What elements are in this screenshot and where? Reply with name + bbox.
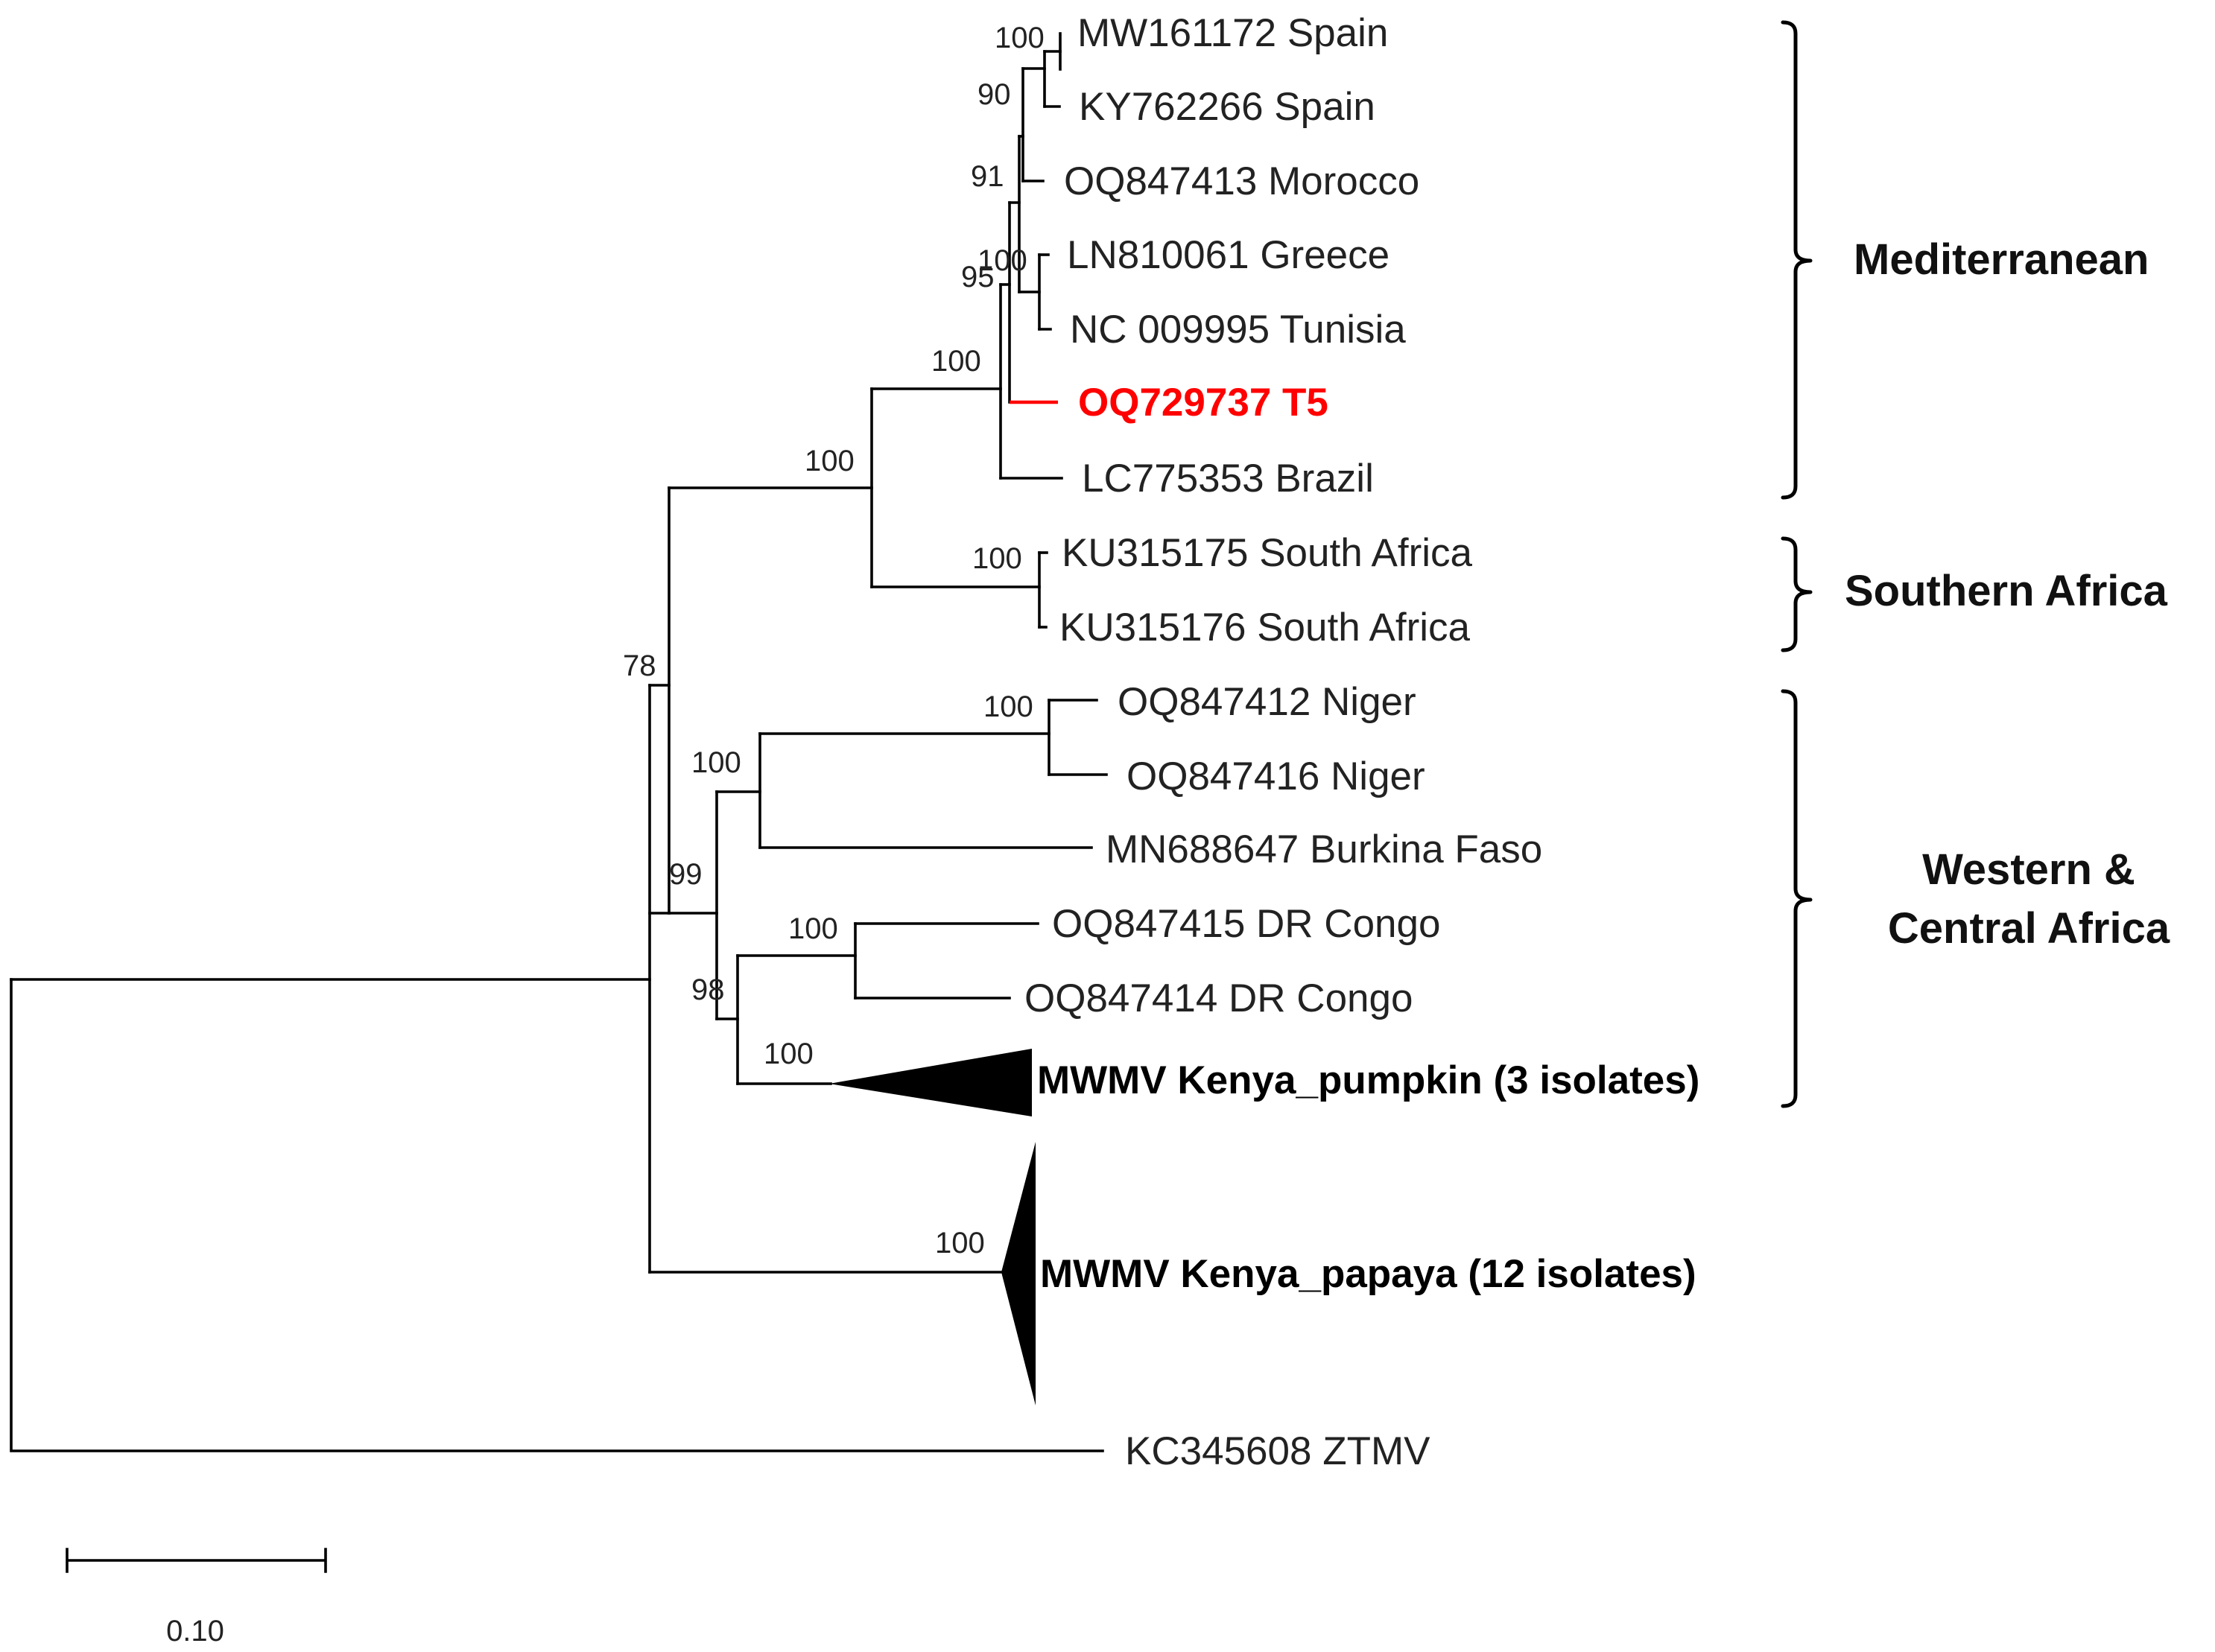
southern-africa-bracket (1781, 536, 1813, 652)
tree-branches (10, 32, 1108, 1452)
tip-label: OQ847413 Morocco (1064, 159, 1419, 203)
bootstrap-value: 100 (764, 1038, 814, 1070)
scale-bar: 0.10 (66, 1548, 327, 1648)
tip-label: LN810061 Greece (1067, 233, 1389, 277)
mediterranean-bracket (1781, 20, 1813, 500)
collapsed-clade-label: MWMV Kenya_papaya (12 isolates) (1040, 1252, 1696, 1296)
tip-label: OQ847416 Niger (1126, 754, 1425, 798)
bootstrap-value: 100 (972, 542, 1022, 575)
tip-label: MW161172 Spain (1077, 11, 1388, 55)
tip-labels: MW161172 Spain KY762266 Spain OQ847413 M… (1024, 11, 1699, 1473)
bootstrap-value: 91 (971, 160, 1004, 193)
tip-label: MN688647 Burkina Faso (1106, 827, 1542, 871)
query-isolate-label: OQ729737 T5 (1078, 381, 1328, 425)
bootstrap-values: 100 90 91 100 95 100 100 100 78 100 100 … (623, 22, 1045, 1259)
scale-bar-label: 0.10 (166, 1615, 224, 1648)
bootstrap-value: 100 (691, 746, 741, 779)
outgroup-label: KC345608 ZTMV (1125, 1429, 1430, 1473)
western-central-africa-bracket (1781, 689, 1813, 1108)
clade-label-western-central-africa: Central Africa (1888, 904, 2170, 953)
bootstrap-value: 95 (961, 261, 995, 293)
bootstrap-value: 100 (788, 912, 838, 945)
bootstrap-value: 78 (623, 649, 656, 682)
bootstrap-value: 100 (977, 244, 1027, 277)
bootstrap-value: 99 (669, 858, 703, 891)
bootstrap-value: 100 (931, 345, 981, 378)
tip-label: OQ847412 Niger (1118, 680, 1416, 724)
tip-label: KU315175 South Africa (1062, 531, 1473, 575)
bootstrap-value: 90 (977, 78, 1011, 111)
bootstrap-value: 100 (805, 445, 855, 477)
bootstrap-value: 100 (935, 1227, 985, 1259)
tip-label: OQ847415 DR Congo (1052, 902, 1441, 946)
root-branch (10, 978, 1104, 1452)
clade-label-southern-africa: Southern Africa (1845, 567, 2168, 615)
clade-label-western-central-africa: Western & (1922, 845, 2135, 894)
tip-label: KU315176 South Africa (1059, 606, 1471, 649)
collapsed-clade-label: MWMV Kenya_pumpkin (3 isolates) (1037, 1058, 1699, 1102)
kenya-papaya-collapsed-clade (1001, 1142, 1036, 1405)
bootstrap-value: 100 (983, 690, 1033, 723)
kenya-pumpkin-collapsed-clade (829, 1049, 1032, 1116)
scale-bar-line (66, 1548, 327, 1573)
bootstrap-value: 98 (691, 973, 725, 1006)
tip-label: KY762266 Spain (1079, 85, 1375, 129)
tip-label: NC 009995 Tunisia (1070, 308, 1406, 352)
tip-label: OQ847414 DR Congo (1024, 976, 1413, 1020)
clade-brackets (1781, 20, 1813, 1108)
clade-label-mediterranean: Mediterranean (1854, 235, 2149, 284)
bootstrap-value: 100 (995, 22, 1045, 54)
clade-labels: Mediterranean Southern Africa Western & … (1845, 235, 2170, 953)
tip-label: LC775353 Brazil (1082, 457, 1374, 501)
